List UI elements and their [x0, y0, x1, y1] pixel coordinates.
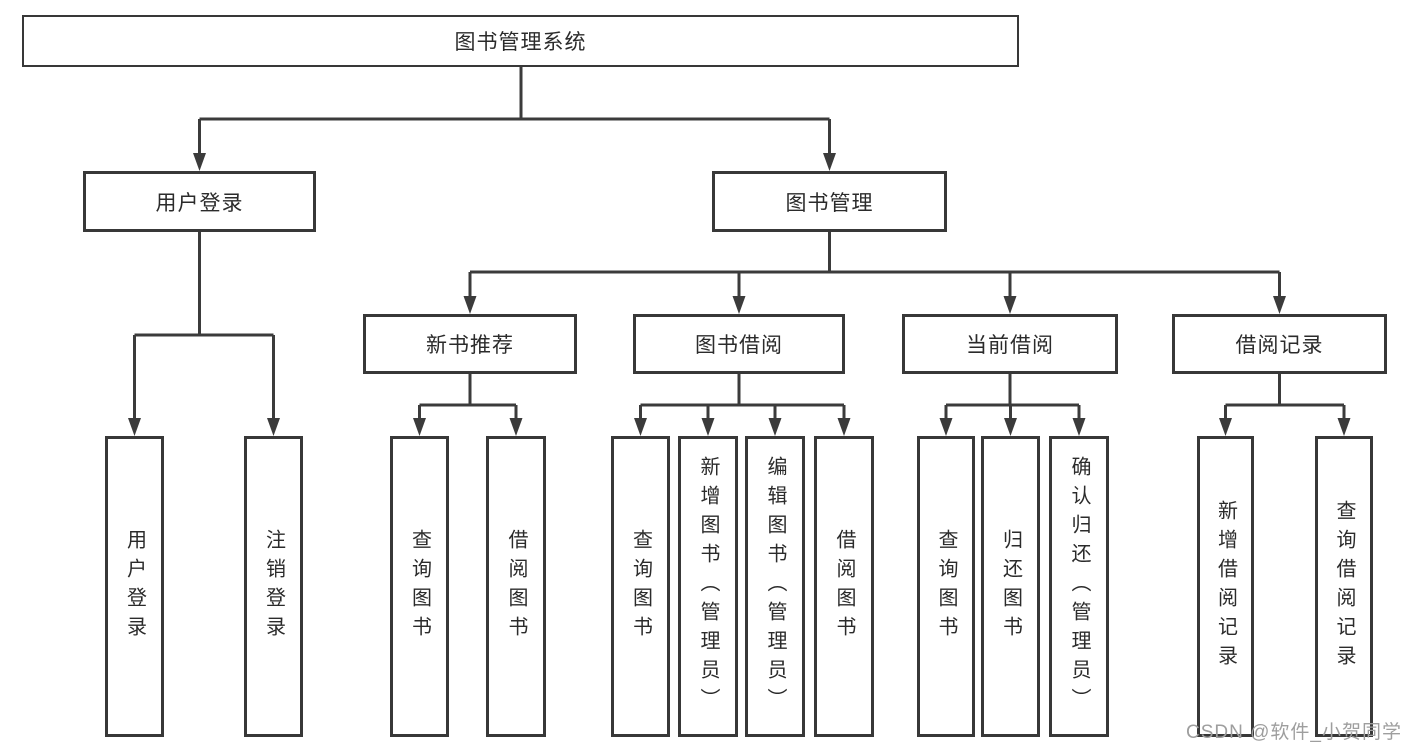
node-book-borrowing: 图书借阅	[633, 314, 845, 374]
node-label: 编辑图书（管理员）	[764, 456, 786, 717]
node-label: 查询图书	[935, 528, 957, 645]
arrowhead-group	[128, 153, 1351, 436]
node-label: 新书推荐	[426, 334, 514, 357]
node-label: 确认归还（管理员）	[1068, 456, 1090, 717]
node-label: 图书管理	[785, 191, 874, 215]
leaf-confirm-return-admin: 确认归还（管理员）	[1049, 436, 1109, 737]
leaf-user-login: 用户登录	[105, 436, 164, 737]
node-borrowing-records: 借阅记录	[1172, 314, 1387, 374]
node-label: 用户登录	[155, 191, 244, 215]
leaf-borrow-books-recommend: 借阅图书	[486, 436, 546, 737]
node-library-management-system: 图书管理系统	[22, 15, 1019, 67]
node-label: 归还图书	[999, 528, 1022, 645]
node-label: 新增图书（管理员）	[697, 456, 719, 717]
node-label: 新增借阅记录	[1214, 499, 1237, 674]
leaf-query-books-current: 查询图书	[917, 436, 975, 737]
node-user-login: 用户登录	[83, 171, 316, 232]
leaf-query-borrow-record: 查询借阅记录	[1315, 436, 1373, 737]
node-new-book-recommend: 新书推荐	[363, 314, 577, 374]
leaf-logout: 注销登录	[244, 436, 303, 737]
node-label: 查询图书	[629, 528, 652, 645]
node-label: 查询图书	[408, 528, 431, 645]
node-label: 用户登录	[123, 528, 146, 645]
leaf-edit-book-admin: 编辑图书（管理员）	[745, 436, 805, 737]
node-current-borrowing: 当前借阅	[902, 314, 1118, 374]
csdn-watermark: CSDN @软件_小贺同学	[1186, 722, 1402, 743]
leaf-query-books-recommend: 查询图书	[390, 436, 449, 737]
node-label: 图书管理系统	[454, 31, 587, 54]
node-book-management: 图书管理	[712, 171, 947, 232]
leaf-return-books: 归还图书	[981, 436, 1040, 737]
leaf-add-book-admin: 新增图书（管理员）	[678, 436, 738, 737]
node-label: 图书借阅	[695, 334, 783, 357]
leaf-add-borrow-record: 新增借阅记录	[1197, 436, 1254, 737]
node-label: 借阅记录	[1235, 334, 1324, 357]
node-label: 查询借阅记录	[1333, 499, 1355, 674]
node-label: 当前借阅	[966, 334, 1054, 357]
node-label: 借阅图书	[833, 528, 855, 645]
leaf-borrow-books-borrowing: 借阅图书	[814, 436, 874, 737]
leaf-query-books-borrowing: 查询图书	[611, 436, 670, 737]
node-label: 注销登录	[262, 528, 285, 645]
node-label: 借阅图书	[505, 528, 527, 645]
